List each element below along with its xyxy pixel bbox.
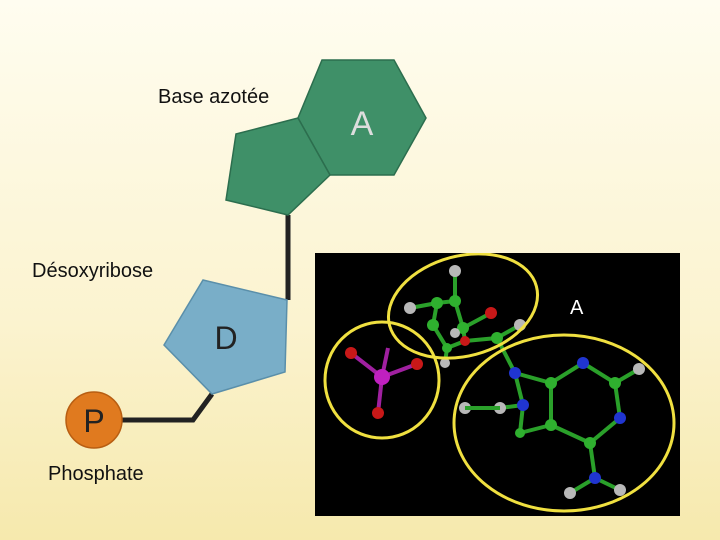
- base-letter: A: [351, 105, 374, 143]
- base-pentagon: [225, 117, 331, 216]
- group-highlights: [323, 253, 676, 513]
- phosphate-highlight: [323, 320, 441, 440]
- sugar-label: Désoxyribose: [32, 260, 154, 282]
- phosphate-label: Phosphate: [48, 463, 144, 485]
- molecule-model: [323, 253, 676, 513]
- atoms-nitrogen: [509, 357, 626, 484]
- molecule-bonds: [409, 273, 641, 495]
- molecule-3d-panel: A: [315, 253, 680, 516]
- base-highlight: [452, 333, 676, 513]
- sugar-phosphate-bond: [122, 392, 215, 423]
- sugar-letter: D: [214, 320, 237, 356]
- atoms-oxygen: [345, 307, 497, 419]
- atoms-carbon: [427, 295, 621, 449]
- phosphate-circle: [65, 391, 123, 449]
- atoms-phosphorus: [374, 369, 390, 385]
- sugar-highlight: [386, 253, 540, 360]
- molecule-label: A: [570, 297, 584, 319]
- base-label: Base azotée: [158, 86, 270, 108]
- phosphate-letter: P: [83, 403, 104, 439]
- sugar-pentagon: [163, 279, 288, 395]
